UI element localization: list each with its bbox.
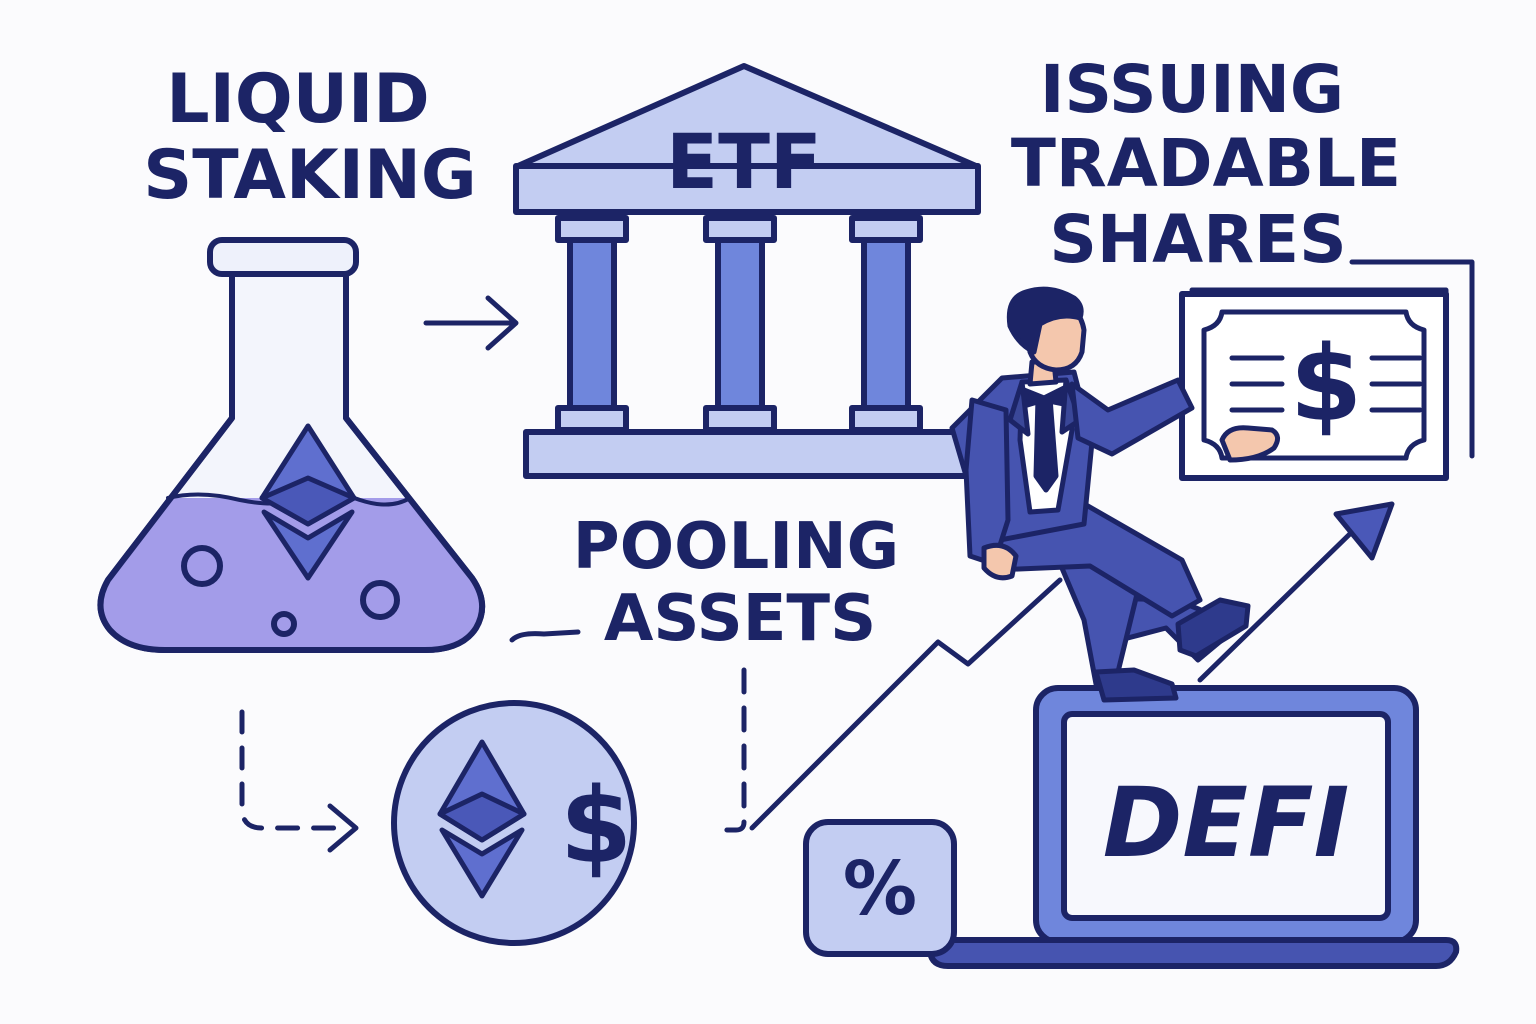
arrow-to-etf: [423, 295, 519, 351]
ethereum-icon: [259, 423, 357, 581]
pooling-assets-label-line1: POOLING: [573, 510, 899, 584]
trend-arrow-icon: [749, 501, 1395, 831]
liquid-staking-label-line1: LIQUID: [166, 60, 429, 139]
defi-label: DEFI: [1103, 767, 1350, 879]
coin-dollar-sign: $: [560, 765, 632, 887]
bank-building-icon: [513, 63, 981, 479]
issuing-shares-label-line3: SHARES: [1049, 201, 1346, 278]
certificate-dollar-sign: $: [1290, 323, 1362, 445]
businessman-icon: [949, 286, 1280, 703]
pooling-underline: [509, 629, 581, 643]
liquid-staking-label-line2: STAKING: [143, 136, 476, 215]
issuing-shares-label-line2: TRADABLE: [1011, 125, 1401, 202]
coin-ethereum-icon: [437, 739, 527, 899]
flask-icon: [97, 237, 485, 653]
dashed-connector-pooling-to-coin: [709, 667, 747, 833]
etf-label: ETF: [666, 117, 822, 206]
pooling-assets-label-line2: ASSETS: [604, 582, 876, 656]
issuing-shares-label-line1: ISSUING: [1040, 51, 1344, 128]
dashed-connector-flask-to-coin: [239, 709, 359, 853]
percent-sign: %: [843, 846, 917, 932]
percent-icon: [803, 819, 957, 957]
